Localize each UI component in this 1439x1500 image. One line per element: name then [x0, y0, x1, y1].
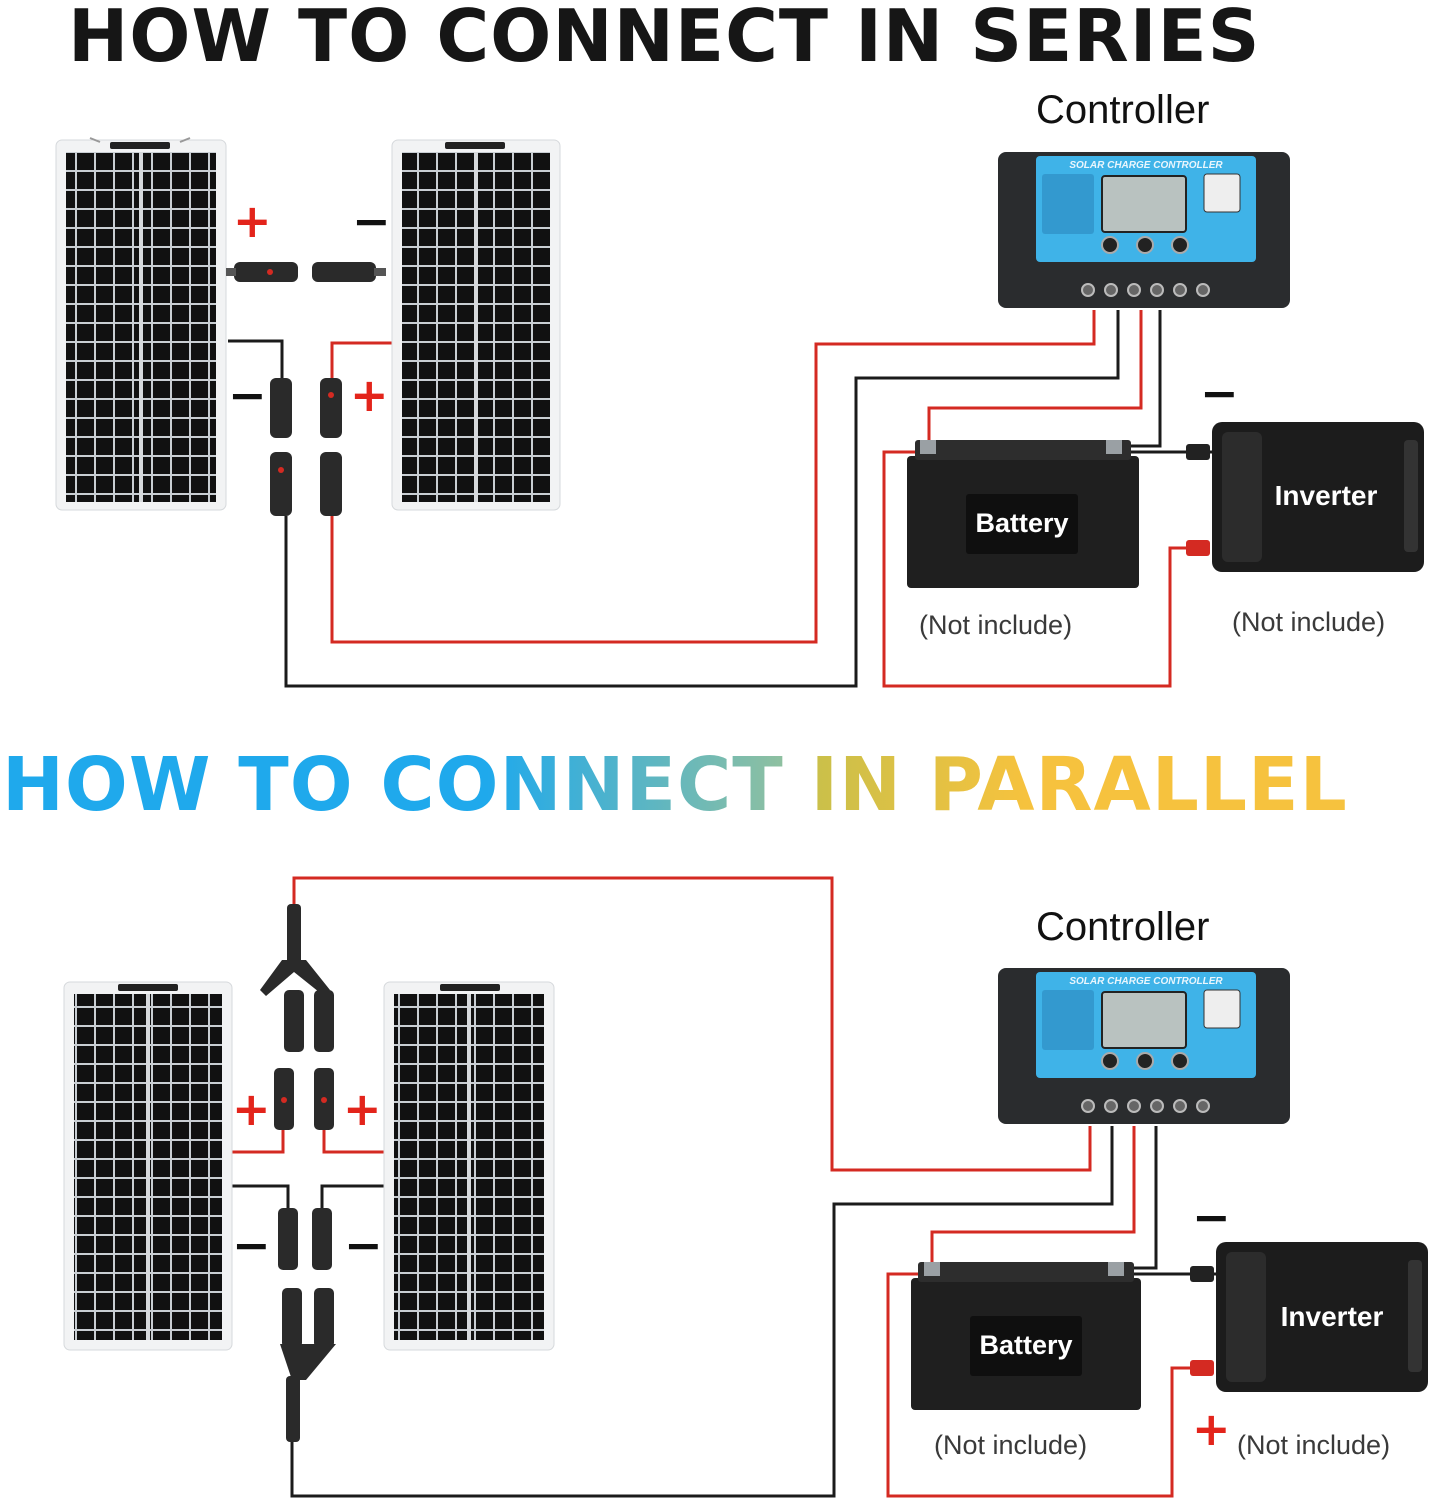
- parallel-plus-sign-left: +: [232, 1082, 271, 1136]
- parallel-diagram: SOLAR CHARGE CONTROLLER Battery Inverter: [63, 876, 1428, 1498]
- parallel-wire-red-battery-inverter: [886, 1272, 1214, 1498]
- parallel-wire-red-to-controller: [292, 876, 1092, 1172]
- series-wire-black-controller-battery: [1120, 310, 1162, 448]
- parallel-wire-black-controller-battery: [1124, 1126, 1158, 1270]
- series-wire-red-controller-battery: [927, 310, 1143, 446]
- parallel-wire-red-panel-right: [322, 1128, 384, 1154]
- parallel-wire-black-to-controller: [290, 1126, 1114, 1498]
- parallel-battery-label: Battery: [979, 1330, 1072, 1360]
- parallel-controller: SOLAR CHARGE CONTROLLER: [998, 968, 1290, 1124]
- series-solar-panel-right: [391, 139, 561, 511]
- parallel-wire-red-panel-left: [232, 1128, 285, 1154]
- series-battery-label: Battery: [975, 508, 1068, 538]
- parallel-title: HOW TO CONNECT IN PARALLEL: [2, 742, 1348, 828]
- series-mc4-connector-pair: [226, 262, 386, 282]
- parallel-inverter-label: Inverter: [1281, 1301, 1384, 1332]
- parallel-solar-panel-right: [383, 981, 555, 1351]
- parallel-y-connector-bottom: [280, 1288, 336, 1442]
- parallel-battery: Battery: [911, 1262, 1141, 1410]
- parallel-wire-black-panel-left: [232, 1184, 290, 1210]
- series-inverter: Inverter: [1186, 422, 1424, 572]
- series-plus-sign-lower: +: [350, 368, 389, 422]
- parallel-plus-sign-inverter: +: [1192, 1402, 1231, 1456]
- parallel-minus-sign-inverter: −: [1192, 1190, 1231, 1244]
- series-wire-red-battery-inverter: [882, 450, 1210, 688]
- parallel-title-part1: HOW TO CONNECT: [2, 742, 784, 828]
- parallel-title-part2: IN PARALLEL: [810, 742, 1348, 828]
- series-minus-sign-inverter: −: [1200, 366, 1239, 420]
- series-controller-label: Controller: [1036, 88, 1210, 132]
- parallel-wires: [232, 876, 1216, 1498]
- series-wire-black-panel-link: [228, 339, 284, 380]
- series-mc4-connectors-lower: [270, 378, 342, 516]
- parallel-inverter: Inverter: [1190, 1242, 1428, 1392]
- parallel-minus-sign-left: −: [232, 1218, 271, 1272]
- series-plus-sign-left: +: [233, 194, 272, 248]
- series-wire-red-panel-link: [330, 341, 392, 380]
- series-controller: SOLAR CHARGE CONTROLLER: [998, 152, 1290, 308]
- parallel-controller-panel-text: SOLAR CHARGE CONTROLLER: [1069, 976, 1223, 987]
- series-inverter-note: (Not include): [1232, 607, 1386, 637]
- series-title: HOW TO CONNECT IN SERIES: [68, 0, 1261, 78]
- series-solar-panel-left: [55, 137, 227, 511]
- series-controller-panel-text: SOLAR CHARGE CONTROLLER: [1069, 160, 1223, 171]
- parallel-plus-sign-right: +: [343, 1082, 382, 1136]
- parallel-battery-note: (Not include): [934, 1430, 1088, 1460]
- parallel-inverter-note: (Not include): [1237, 1430, 1391, 1460]
- series-wire-black-to-controller: [284, 310, 1120, 688]
- series-wires: [228, 310, 1212, 688]
- parallel-solar-panel-left: [63, 981, 233, 1351]
- series-battery-note: (Not include): [919, 610, 1073, 640]
- series-inverter-label: Inverter: [1275, 480, 1378, 511]
- parallel-minus-sign-right: −: [344, 1218, 383, 1272]
- series-battery: Battery: [907, 440, 1139, 588]
- parallel-y-connector-top: [260, 904, 334, 1052]
- series-diagram: SOLAR CHARGE CONTROLLER Battery Inverter: [55, 137, 1424, 688]
- parallel-wire-black-panel-right: [320, 1184, 384, 1210]
- parallel-wire-red-controller-battery: [930, 1126, 1136, 1268]
- parallel-controller-label: Controller: [1036, 905, 1210, 949]
- series-minus-sign-lower: −: [228, 368, 267, 422]
- series-minus-sign-right: −: [352, 194, 391, 248]
- series-wire-red-to-controller: [330, 310, 1096, 644]
- parallel-mc4-connectors-middle: [274, 1068, 334, 1270]
